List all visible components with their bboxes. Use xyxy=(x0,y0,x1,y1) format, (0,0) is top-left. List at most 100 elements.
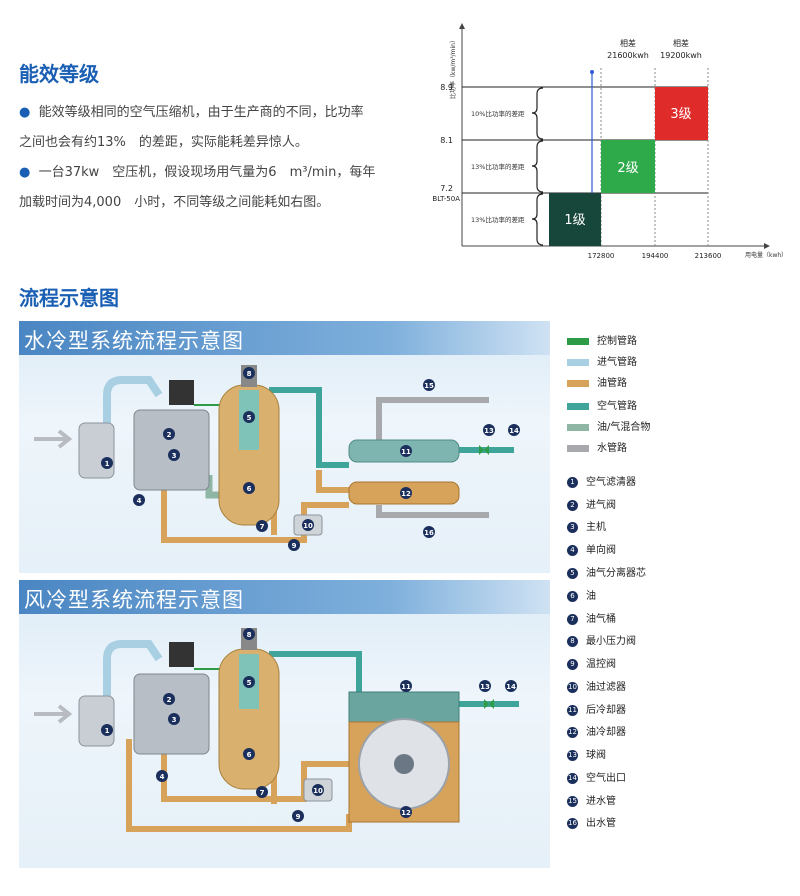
bullet-2-line-2: 加载时间为4,000 小时，不同等级之间能耗如右图。 xyxy=(19,195,330,210)
air-cooled-diagram: 1 2 3 4 5 6 7 8 9 10 11 12 13 14 xyxy=(34,628,519,832)
svg-text:9: 9 xyxy=(292,542,297,550)
air-pipe xyxy=(269,387,349,468)
efficiency-title: 能效等级 xyxy=(19,62,99,86)
legend-swatch xyxy=(567,337,589,345)
legend-label: 最小压力阀 xyxy=(586,636,636,647)
efficiency-bullet-1: ● 能效等级相同的空气压缩机，由于生产商的不同，比功率 之间也会有约13% 的差… xyxy=(19,98,419,158)
svg-text:12: 12 xyxy=(401,490,411,498)
legend-label: 空气出口 xyxy=(586,773,626,784)
legend-label: 油过滤器 xyxy=(586,682,626,693)
x-axis-label: 用电量（kwh） xyxy=(745,251,787,259)
legend-label: 控制管路 xyxy=(597,336,637,347)
legend-number-badge: 14 xyxy=(567,772,578,784)
bar-grade-1-label: 1级 xyxy=(564,213,585,228)
air-number-badges: 1 2 3 4 5 6 7 8 9 10 11 12 13 14 xyxy=(101,628,517,822)
intake-arrow-icon xyxy=(34,704,73,724)
legend-number-badge: 9 xyxy=(567,658,578,670)
legend-swatch xyxy=(567,379,589,387)
flow-title: 流程示意图 xyxy=(19,286,119,310)
legend-line-item: 空气管路 xyxy=(567,400,637,414)
svg-text:1: 1 xyxy=(105,727,110,735)
energy-chart: 比功率（kw/m³/min） 用电量（kwh） 8.9 8.1 7.2 BLT-… xyxy=(432,23,787,260)
brace-2 xyxy=(531,140,544,193)
svg-text:1: 1 xyxy=(105,460,110,468)
legend-number-badge: 4 xyxy=(567,544,578,556)
svg-text:2: 2 xyxy=(167,696,172,704)
air-filter xyxy=(78,422,115,479)
legend-swatch xyxy=(567,358,589,366)
bar-grade-1 xyxy=(549,193,601,246)
legend-number-badge: 15 xyxy=(567,795,578,807)
legend-number-badge: 10 xyxy=(567,681,578,693)
intake-valve xyxy=(169,642,194,667)
bullet-1-line-2: 之间也会有约13% 的差距，实际能耗差异惊人。 xyxy=(19,135,308,150)
y-model-label: BLT-50A xyxy=(432,195,460,203)
svg-text:11: 11 xyxy=(401,683,411,691)
intake-arrow-icon xyxy=(34,429,73,449)
svg-text:4: 4 xyxy=(137,497,142,505)
x-tick-label: 213600 xyxy=(695,252,722,260)
air-filter xyxy=(78,695,115,747)
diff-label-2-top: 相差 xyxy=(673,38,689,48)
legend-label: 油 xyxy=(586,591,596,602)
air-pipe xyxy=(269,651,362,694)
bullet-dot-icon: ● xyxy=(19,105,31,120)
legend-label: 油管路 xyxy=(597,378,627,389)
y-tick-label: 8.9 xyxy=(440,83,453,92)
legend-label: 油冷却器 xyxy=(586,727,626,738)
svg-text:10: 10 xyxy=(303,522,313,530)
water-cooled-diagram: 1 2 3 4 5 6 7 8 9 10 11 12 13 14 15 16 xyxy=(34,365,520,551)
legend-number-badge: 6 xyxy=(567,590,578,602)
svg-text:8: 8 xyxy=(247,370,252,378)
air-cooled-header: 风冷型系统流程示意图 xyxy=(19,580,550,614)
bar-grade-3-label: 3级 xyxy=(670,107,691,122)
bullet-1-line-1: 能效等级相同的空气压缩机，由于生产商的不同，比功率 xyxy=(38,105,364,120)
y-tick-label: 7.2 xyxy=(440,184,453,193)
svg-text:13: 13 xyxy=(480,683,490,691)
bar-grade-2-label: 2级 xyxy=(617,161,638,176)
legend-line-item: 进气管路 xyxy=(567,356,637,370)
legend-swatch xyxy=(567,402,589,410)
oil-pipe-cooler xyxy=(316,470,349,493)
legend-number-badge: 8 xyxy=(567,635,578,647)
legend-number-badge: 2 xyxy=(567,499,578,511)
legend-label: 空气滤清器 xyxy=(586,477,636,488)
svg-text:9: 9 xyxy=(296,813,301,821)
bar-grade-3 xyxy=(655,87,708,140)
water-outlet-pipe xyxy=(376,505,489,518)
ball-valve-icon xyxy=(484,699,494,709)
oil-pipe-main xyxy=(161,475,349,543)
legend-number-badge: 16 xyxy=(567,817,578,829)
svg-text:8: 8 xyxy=(247,631,252,639)
water-cooled-panel: 水冷型系统流程示意图 xyxy=(19,321,550,573)
x-tick-label: 194400 xyxy=(642,252,669,260)
legend-part-item: 16 出水管 xyxy=(567,817,616,831)
diff-label-1-bottom: 21600kwh xyxy=(607,51,649,60)
legend-label: 出水管 xyxy=(586,818,616,829)
legend-number-badge: 13 xyxy=(567,749,578,761)
svg-text:5: 5 xyxy=(247,679,252,687)
intake-valve xyxy=(169,380,194,405)
legend-number-badge: 7 xyxy=(567,613,578,625)
svg-text:3: 3 xyxy=(172,716,177,724)
svg-text:7: 7 xyxy=(260,523,265,531)
bar-grade-2 xyxy=(601,140,655,193)
svg-text:6: 6 xyxy=(247,751,252,759)
water-cooled-header: 水冷型系统流程示意图 xyxy=(19,321,550,355)
diff-label-2-bottom: 19200kwh xyxy=(660,51,702,60)
efficiency-bullet-2: ● 一台37kw 空压机，假设现场用气量为6 m³/min，每年 加载时间为4,… xyxy=(19,158,419,218)
legend-part-item: 10 油过滤器 xyxy=(567,681,626,695)
legend-part-item: 14 空气出口 xyxy=(567,772,626,786)
svg-text:3: 3 xyxy=(172,452,177,460)
